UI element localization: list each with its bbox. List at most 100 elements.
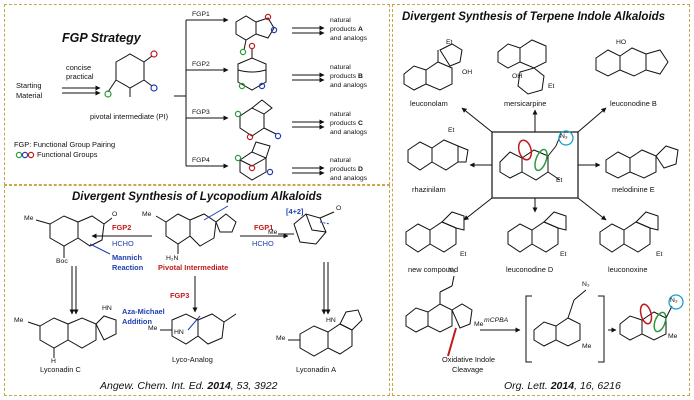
lyco-hn-a: HN [326, 317, 336, 324]
fgp3-product [234, 99, 282, 141]
leuconolam-oh: OH [462, 69, 473, 76]
np-d-2: products D [330, 166, 363, 173]
legend-dots [15, 151, 35, 159]
lyco-reaction-arrows [69, 205, 331, 331]
terpene-panel [392, 4, 690, 396]
leuconolam-structure [403, 43, 463, 91]
bottom-me-right: Me [668, 333, 678, 340]
np-a-letter: A [357, 26, 363, 33]
pi-label: pivotal intermediate (PI) [90, 112, 169, 121]
rhazinilam-et: Et [448, 127, 455, 134]
aza-2: Addition [122, 317, 152, 326]
lyco-boc: Boc [56, 258, 68, 265]
compound-mersicarpine: mersicarpine [504, 99, 547, 108]
fgp3-label: FGP3 [192, 109, 210, 116]
lyco-me-left: Me [24, 215, 34, 222]
center-n3: N₃ [560, 133, 568, 140]
lyconadin-a-label: Lyconadin A [296, 365, 336, 374]
leuconodine-d-structure [507, 211, 567, 253]
cleavage-2: Cleavage [452, 365, 484, 374]
terpene-title: Divergent Synthesis of Terpene Indole Al… [402, 11, 666, 23]
lyco-title: Divergent Synthesis of Lycopodium Alkalo… [72, 191, 323, 203]
mannich-1: Mannich [112, 253, 142, 262]
lyco-o-right: O [336, 205, 342, 212]
terpene-radial-arrows [461, 107, 607, 221]
starting-arrows [62, 85, 101, 96]
concise-label-1: concise [66, 63, 92, 72]
fgp-branch-lines [174, 17, 229, 169]
compound-melodinine-e: melodinine E [612, 185, 655, 194]
np-d-3: and analogs [330, 175, 368, 182]
lyconadin-c-structure [27, 315, 117, 358]
compound-leuconolam: leuconolam [410, 99, 448, 108]
lyco-fgp3: FGP3 [170, 291, 190, 300]
lyco-analog-label: Lyco-Analog [172, 355, 213, 364]
pivotal-label: Pivotal Intermediate [158, 263, 229, 272]
lycopodium-panel [4, 185, 390, 396]
lyco-fgp2: FGP2 [112, 223, 132, 232]
bottom-n3-left: N₃ [448, 267, 456, 274]
terpene-citation: Org. Lett. 2014, 16, 6216 [504, 380, 621, 392]
lyco-cite-vol: 53 [236, 380, 249, 392]
bottom-n3-right: N₃ [670, 297, 678, 304]
mannich-2: Reaction [112, 263, 144, 272]
bottom-middle-structure [525, 289, 605, 363]
mersicarpine-oh: OH [512, 73, 523, 80]
cleavage-1: Oxidative Indole [442, 355, 495, 364]
leuconodine-b-ho: HO [616, 39, 627, 46]
np-d-letter: D [357, 166, 363, 173]
leuconoxine-et: Et [656, 251, 663, 258]
lyco-h-c: H [51, 358, 56, 365]
np-b-letter: B [357, 73, 363, 80]
compound-leuconodine-d: leuconodine D [506, 265, 554, 274]
lyco-left-structure [35, 215, 113, 258]
np-a-2: products A [330, 26, 363, 33]
np-arrows [292, 25, 325, 176]
leuconolam-et: Et [446, 39, 453, 46]
lyco-me-a: Me [276, 335, 286, 342]
bottom-start-structure [405, 275, 473, 357]
lyco-me-right: Me [268, 229, 278, 236]
fgp-strategy-panel [4, 4, 390, 185]
starting-label-2: Material [16, 91, 43, 100]
np-c-letter: C [357, 120, 363, 127]
fgp4-label: FGP4 [192, 157, 210, 164]
np-b-1: natural [330, 64, 351, 71]
legend-fg: Functional Groups [37, 150, 98, 159]
bottom-me-left: Me [474, 321, 484, 328]
lyco-hcho-right: HCHO [252, 239, 274, 248]
starting-label-1: Starting [16, 81, 42, 90]
fgp1-product [235, 13, 278, 56]
leuconodine-d-et: Et [560, 251, 567, 258]
lyco-cite-year: 2014 [207, 380, 231, 392]
mersicarpine-structure [497, 39, 547, 95]
compound-leuconodine-b: leuconodine B [610, 99, 657, 108]
np-d-1: natural [330, 157, 351, 164]
new-compound-structure [405, 211, 465, 253]
lyco-nh2: H₂N [166, 255, 179, 262]
np-c-3: and analogs [330, 129, 368, 136]
compound-new-compound: new compound [408, 265, 459, 274]
lyconadin-a-structure [288, 309, 363, 357]
lyco-fgp1: FGP1 [254, 223, 274, 232]
lyco-o-left: O [112, 211, 118, 218]
lyco-hn-c: HN [102, 305, 112, 312]
np-a-1: natural [330, 17, 351, 24]
np-a-3: and analogs [330, 35, 368, 42]
center-et: Et [556, 177, 563, 184]
rhazinilam-structure [407, 139, 469, 171]
np-b-3: and analogs [330, 82, 368, 89]
bottom-me-mid: Me [582, 343, 592, 350]
lyco-analog-structure [160, 313, 237, 345]
fgp1-label: FGP1 [192, 11, 210, 18]
np-b-2: products B [330, 73, 363, 80]
lyco-me-analog: Me [148, 325, 158, 332]
np-c-1: natural [330, 111, 351, 118]
lyco-me-pivotal: Me [142, 211, 152, 218]
lyco-citation: Angew. Chem. Int. Ed. 2014, 53, 3922 [100, 380, 278, 392]
melodinine-e-structure [605, 145, 679, 179]
lyconadin-c-label: Lyconadin C [40, 365, 81, 374]
cyclo-label: [4+2] [286, 207, 304, 216]
bottom-right-structure [619, 294, 684, 341]
